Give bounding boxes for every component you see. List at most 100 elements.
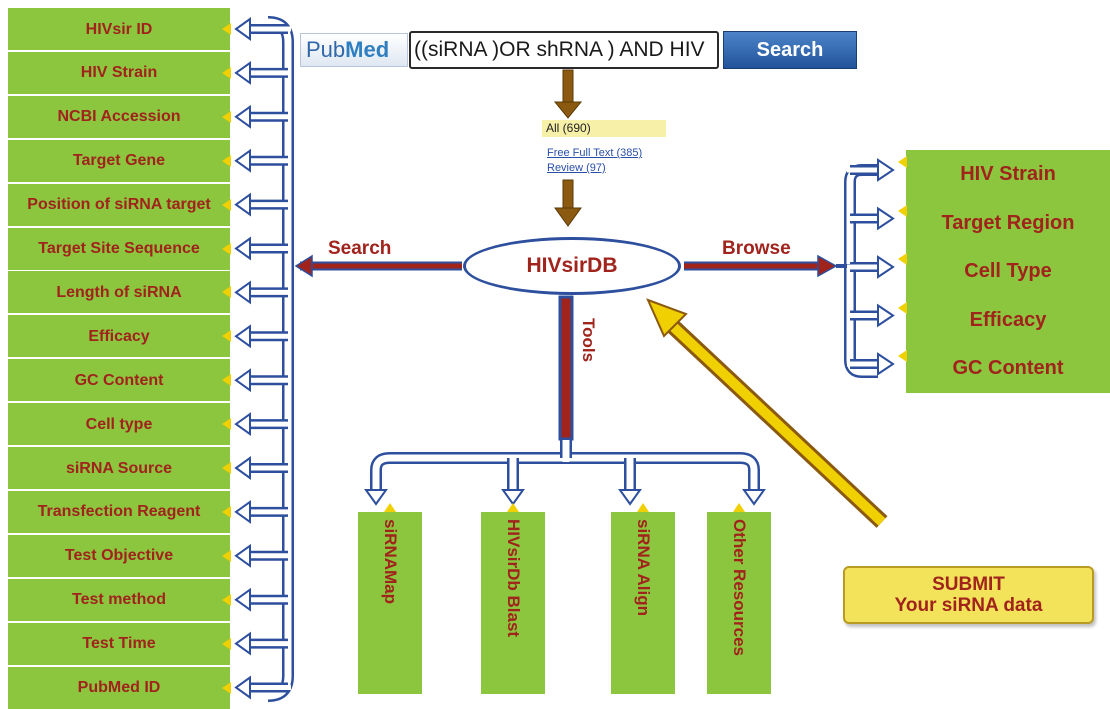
yellow-pin-icon	[222, 462, 231, 474]
tool-box[interactable]: siRNA Align	[611, 512, 675, 694]
yellow-pin-icon	[898, 301, 907, 314]
search-field-arrow	[234, 543, 291, 568]
search-field-arrow	[234, 456, 291, 480]
yellow-pin-icon	[222, 110, 231, 123]
facet-free-full-text[interactable]: Free Full Text (385)	[547, 147, 643, 159]
search-field-arrow	[234, 587, 291, 612]
search-field-box[interactable]: Length of siRNA	[8, 271, 230, 314]
browse-field-arrow	[847, 303, 895, 328]
search-field-box[interactable]: PubMed ID	[8, 666, 230, 709]
search-field-arrow	[234, 631, 291, 656]
tool-arrowhead	[618, 489, 642, 506]
yellow-pin-icon	[637, 503, 649, 512]
search-field-arrow	[234, 368, 291, 393]
facets-to-db-arrow	[554, 179, 582, 227]
submit-line2: Your siRNA data	[894, 595, 1043, 616]
search-field-arrow	[234, 192, 291, 217]
browse-arrow	[684, 254, 838, 278]
search-field-arrow	[234, 412, 291, 437]
yellow-pin-icon	[222, 637, 231, 650]
pubmed-query-input[interactable]: ((siRNA )OR shRNA ) AND HIV	[409, 31, 719, 69]
yellow-pin-icon	[898, 156, 907, 168]
browse-field-box[interactable]: HIV Strain	[906, 150, 1110, 199]
search-label: Search	[328, 238, 392, 259]
submit-siRNA-button[interactable]: SUBMIT Your siRNA data	[843, 566, 1094, 624]
search-field-box[interactable]: Target Gene	[8, 139, 230, 182]
search-field-arrow	[234, 499, 291, 524]
yellow-pin-icon	[222, 286, 231, 299]
search-field-box[interactable]: GC Content	[8, 359, 230, 402]
browse-field-arrow	[847, 255, 895, 279]
yellow-pin-icon	[222, 374, 231, 387]
pubmed-to-facets-arrow	[553, 69, 583, 119]
search-field-arrow	[234, 324, 291, 349]
tool-arrowhead	[501, 489, 525, 506]
yellow-pin-icon	[222, 549, 231, 562]
search-field-box[interactable]: Target Site Sequence	[8, 227, 230, 270]
browse-field-box[interactable]: Cell Type	[906, 247, 1110, 296]
hivsirdb-node[interactable]: HIVsirDB	[463, 237, 681, 295]
yellow-pin-icon	[222, 330, 231, 343]
search-field-box[interactable]: Position of siRNA target	[8, 183, 230, 226]
search-arrow	[294, 254, 462, 278]
tool-label: siRNA Align	[634, 519, 653, 616]
search-field-box[interactable]: siRNA Source	[8, 447, 230, 489]
yellow-pin-icon	[222, 418, 231, 431]
search-field-box[interactable]: Test Time	[8, 622, 230, 665]
pubmed-search-button[interactable]: Search	[723, 31, 857, 69]
browse-field-box[interactable]: GC Content	[906, 344, 1110, 393]
search-field-box[interactable]: HIV Strain	[8, 51, 230, 94]
search-field-arrow	[234, 60, 291, 85]
tool-box[interactable]: siRNAMap	[358, 512, 422, 694]
tool-label: Other Resources	[730, 519, 749, 656]
browse-field-arrow	[847, 158, 895, 182]
hivsirdb-label: HIVsirDB	[526, 254, 618, 277]
yellow-pin-icon	[733, 503, 745, 512]
yellow-pin-icon	[222, 23, 231, 35]
browse-field-box[interactable]: Efficacy	[906, 295, 1110, 345]
tool-box[interactable]: Other Resources	[707, 512, 771, 694]
yellow-pin-icon	[384, 503, 396, 512]
yellow-pin-icon	[898, 350, 907, 362]
tool-box[interactable]: HIVsirDb Blast	[481, 512, 545, 694]
yellow-pin-icon	[898, 204, 907, 217]
search-field-box[interactable]: Test method	[8, 578, 230, 621]
yellow-pin-icon	[222, 198, 231, 211]
facet-review[interactable]: Review (97)	[547, 162, 606, 174]
pubmed-logo-pub: Pub	[306, 37, 346, 62]
yellow-pin-icon	[507, 503, 519, 512]
browse-field-arrows	[847, 158, 895, 376]
submit-line1: SUBMIT	[932, 574, 1005, 595]
search-field-box[interactable]: Cell type	[8, 403, 230, 446]
yellow-pin-icon	[222, 681, 231, 694]
yellow-pin-icon	[222, 154, 231, 167]
search-field-arrow	[234, 104, 291, 129]
browse-field-box[interactable]: Target Region	[906, 198, 1110, 248]
tool-arrowhead	[364, 489, 388, 506]
browse-field-arrow	[847, 352, 895, 376]
pubmed-logo-med: Med	[345, 37, 390, 62]
tool-label: HIVsirDb Blast	[504, 519, 523, 638]
search-field-box[interactable]: Efficacy	[8, 315, 230, 358]
facet-all[interactable]: All (690)	[542, 120, 666, 137]
search-field-box[interactable]: Test Objective	[8, 534, 230, 577]
tool-label: siRNAMap	[381, 519, 400, 605]
tools-label: Tools	[579, 318, 598, 363]
browse-field-arrow	[847, 206, 895, 231]
search-field-arrow	[234, 236, 291, 261]
tools-arrow	[558, 295, 574, 441]
search-field-box[interactable]: NCBI Accession	[8, 95, 230, 138]
tool-arrowheads	[364, 489, 766, 506]
yellow-pin-icon	[222, 242, 231, 255]
search-field-box[interactable]: HIVsir ID	[8, 8, 230, 50]
browse-label: Browse	[722, 238, 791, 259]
search-field-arrow	[234, 280, 291, 305]
search-field-arrows	[234, 17, 291, 700]
search-field-arrow	[234, 17, 291, 41]
search-field-arrow	[234, 675, 291, 700]
pubmed-query-text: ((siRNA )OR shRNA ) AND HIV	[414, 38, 705, 61]
yellow-pin-icon	[222, 66, 231, 79]
search-field-box[interactable]: Transfection Reagent	[8, 490, 230, 533]
